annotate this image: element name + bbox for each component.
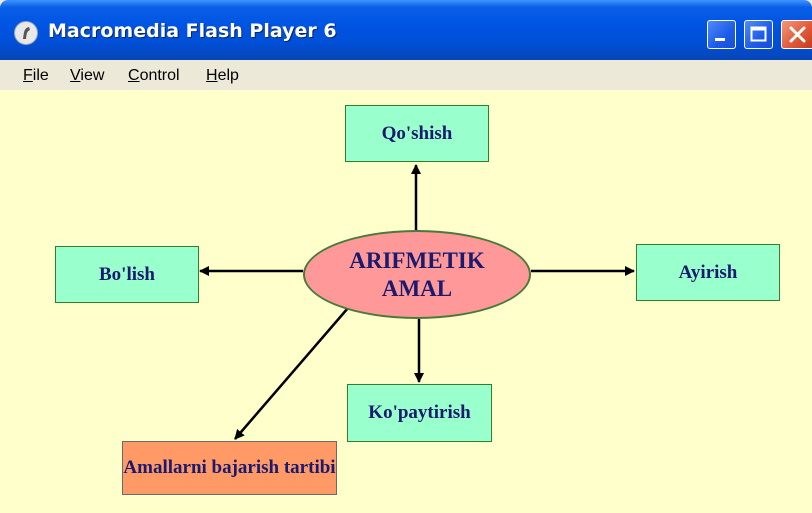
minimize-button[interactable]: [707, 20, 736, 49]
node-qoshish[interactable]: Qo'shish: [345, 105, 489, 162]
node-kopaytirish[interactable]: Ko'paytirish: [347, 384, 492, 442]
center-label-line1: ARIFMETIK: [349, 247, 485, 273]
menu-file[interactable]: File: [23, 67, 49, 84]
menu-view[interactable]: View: [70, 67, 105, 84]
close-icon: [789, 26, 806, 43]
center-label-line2: AMAL: [381, 275, 453, 301]
menu-help[interactable]: Help: [206, 67, 239, 84]
menu-bar: File View Control Help: [0, 60, 812, 90]
node-amallarni-bajarish-tartibi[interactable]: Amallarni bajarish tartibi: [122, 441, 337, 495]
arrow-to-amallarni: [234, 307, 349, 440]
center-node-arifmetik-amal[interactable]: ARIFMETIK AMAL: [303, 230, 531, 319]
connector-arrows: [199, 164, 635, 440]
flash-player-icon: [14, 21, 38, 45]
window-title: Macromedia Flash Player 6: [48, 20, 337, 42]
menu-control[interactable]: Control: [128, 67, 180, 84]
flash-stage[interactable]: Qo'shish Bo'lish Ayirish Ko'paytirish Am…: [0, 90, 812, 513]
minimize-icon: [715, 38, 725, 41]
maximize-button[interactable]: [744, 20, 773, 49]
close-button[interactable]: [781, 20, 812, 49]
title-bar[interactable]: Macromedia Flash Player 6: [0, 0, 812, 60]
node-bolish[interactable]: Bo'lish: [55, 246, 199, 303]
node-ayirish[interactable]: Ayirish: [636, 244, 780, 301]
maximize-icon: [750, 26, 767, 42]
